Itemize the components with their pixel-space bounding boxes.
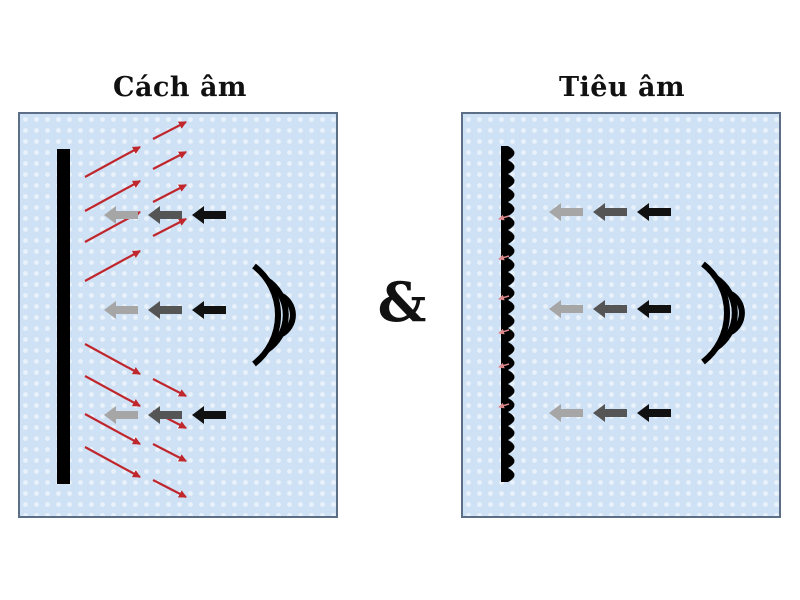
cach-am-diagram — [57, 121, 296, 498]
arrow-left-icon — [637, 404, 671, 422]
incoming-arrows-row-1 — [104, 206, 226, 224]
incoming-arrows-row-2 — [549, 300, 671, 318]
incoming-arrows-row-3 — [549, 404, 671, 422]
arrow-left-icon — [104, 206, 138, 224]
reflection-arrows-bottom — [84, 343, 187, 498]
arrow-left-icon — [549, 300, 583, 318]
ampersand-separator: & — [377, 270, 427, 334]
arrow-left-icon — [148, 206, 182, 224]
arrow-left-icon — [148, 301, 182, 319]
arrow-left-icon — [549, 203, 583, 221]
arrow-left-icon — [192, 301, 226, 319]
arrow-left-icon — [549, 404, 583, 422]
arrow-left-icon — [148, 406, 182, 424]
arrow-left-icon — [192, 406, 226, 424]
incoming-arrows-row-1 — [549, 203, 671, 221]
tieu-am-diagram — [498, 146, 745, 482]
reflection-arrows-top — [84, 121, 187, 282]
arrow-left-icon — [593, 300, 627, 318]
incoming-arrows-row-2 — [104, 301, 226, 319]
arrow-left-icon — [593, 203, 627, 221]
sound-wave-icon — [252, 263, 296, 367]
arrow-left-icon — [192, 206, 226, 224]
arrow-left-icon — [104, 406, 138, 424]
arrow-left-icon — [593, 404, 627, 422]
wall-icon — [501, 146, 515, 482]
incoming-arrows-row-3 — [104, 406, 226, 424]
arrow-left-icon — [104, 301, 138, 319]
absorbed-arrows — [498, 214, 510, 409]
panel-cach-am — [18, 112, 338, 518]
title-cach-am: Cách âm — [112, 72, 248, 103]
sound-wave-icon — [701, 261, 745, 365]
panel-tieu-am — [461, 112, 781, 518]
title-tieu-am: Tiêu âm — [558, 72, 686, 103]
arrow-left-icon — [637, 203, 671, 221]
wall-icon — [57, 149, 70, 484]
arrow-left-icon — [637, 300, 671, 318]
